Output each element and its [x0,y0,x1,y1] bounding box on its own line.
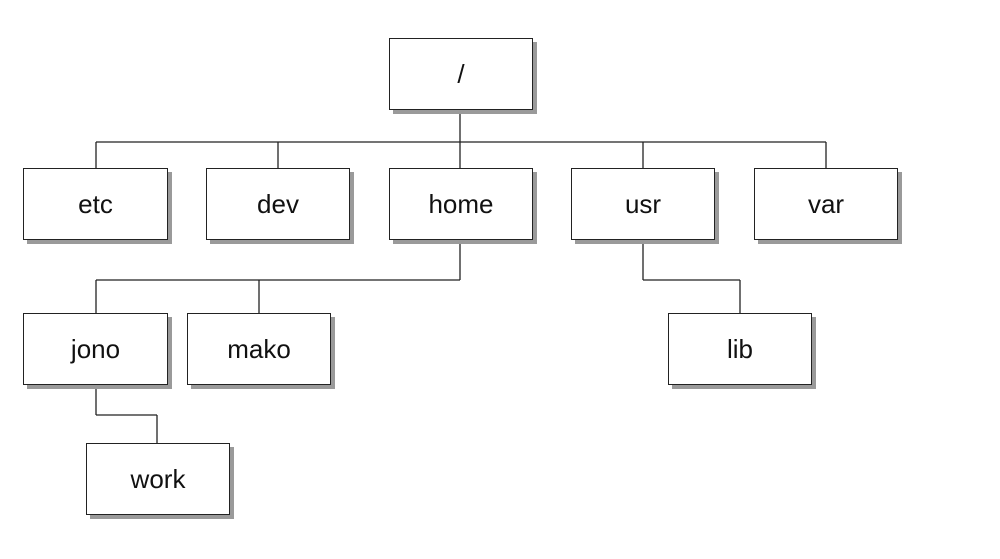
node-home: home [389,168,533,240]
node-work: work [86,443,230,515]
node-etc: etc [23,168,168,240]
node-var: var [754,168,898,240]
node-usr: usr [571,168,715,240]
node-jono: jono [23,313,168,385]
node-lib: lib [668,313,812,385]
node-root: / [389,38,533,110]
node-dev: dev [206,168,350,240]
node-mako: mako [187,313,331,385]
